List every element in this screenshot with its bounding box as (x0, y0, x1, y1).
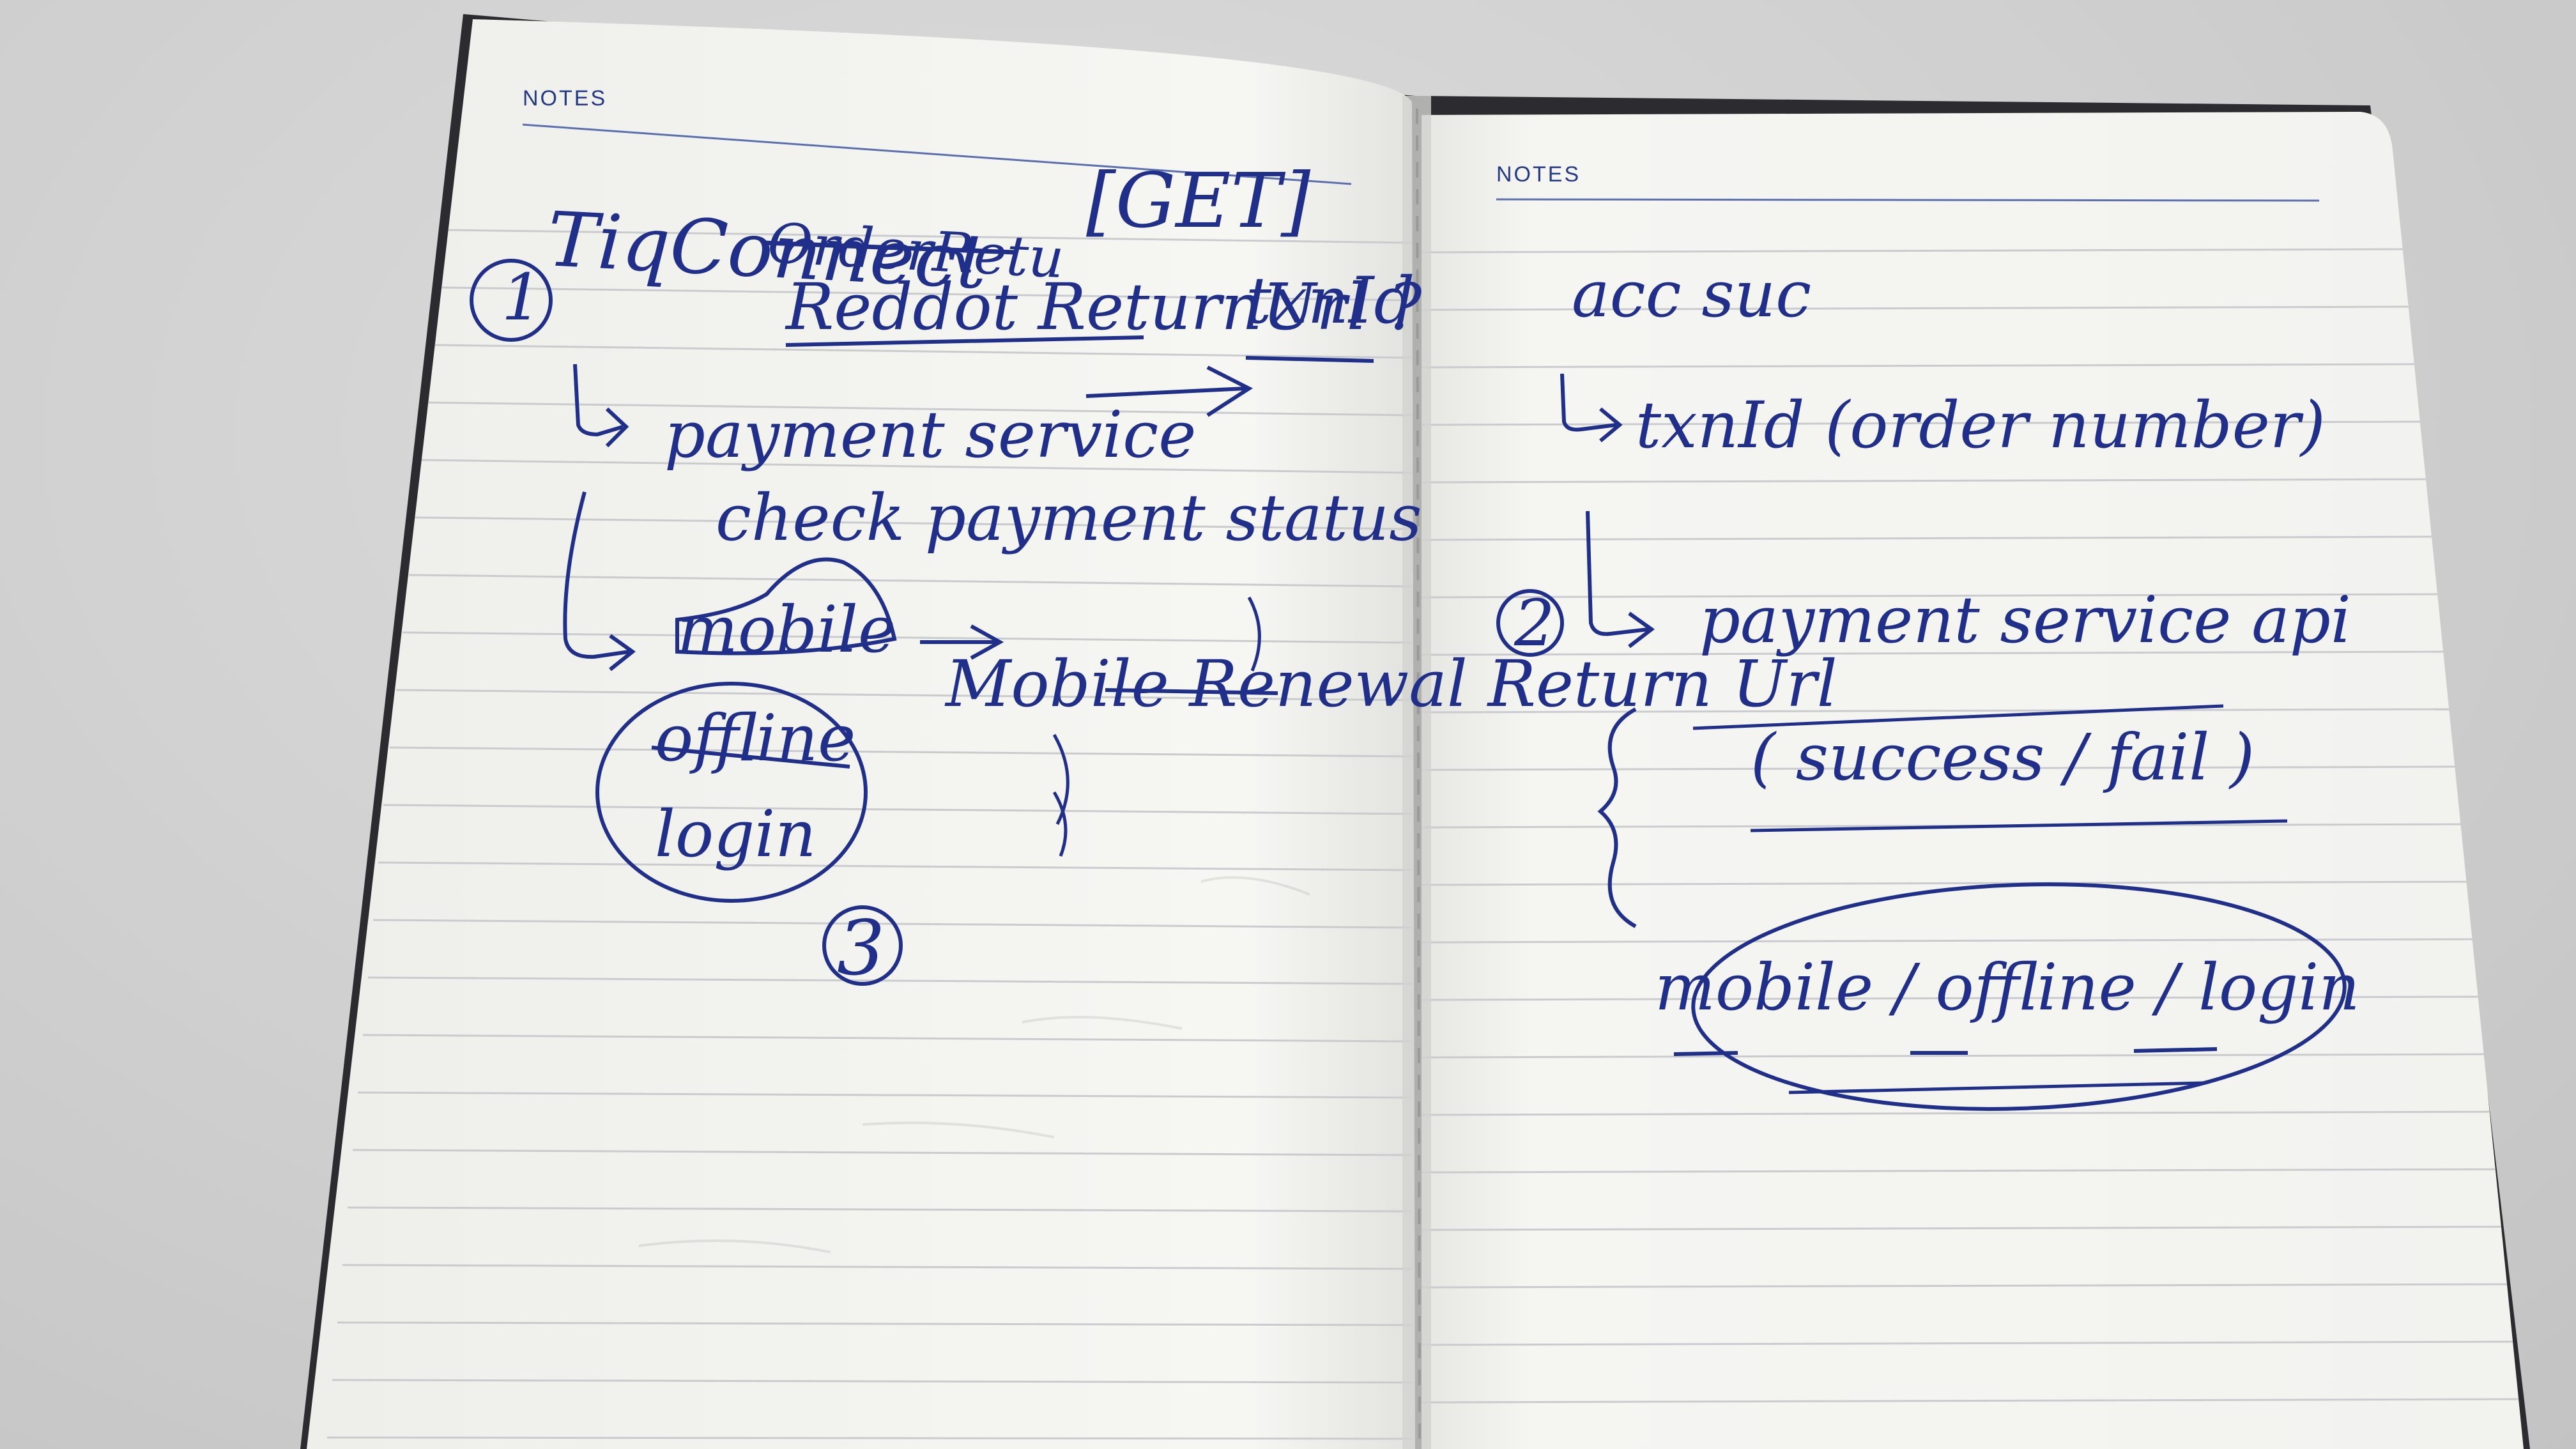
bleed-through-marks (638, 876, 1310, 1254)
hook-arrow-payment (573, 364, 629, 448)
step-2-number: 2 (1514, 586, 1555, 661)
step-1-number: 1 (502, 260, 542, 335)
right-header-rule (1496, 198, 2320, 202)
paren-right-2 (1052, 733, 1070, 825)
note-txnid: txnId (1246, 263, 1415, 338)
underline-reddot (785, 335, 1144, 347)
offline-login-oval (595, 682, 868, 903)
step-2-circle (1496, 589, 1564, 657)
note-mobile-renewal-return-url: Mobile Renewal Return Url (944, 647, 1837, 721)
strike-offline (651, 746, 850, 769)
long-branch-arrow (563, 491, 636, 671)
paren-right-1 (1247, 596, 1261, 671)
note-reddot-returnurl: Reddot ReturnUrl ? (785, 270, 1423, 344)
note-payment-service: payment service (664, 397, 1196, 472)
step-1-circle (470, 259, 553, 342)
bracket-top-success (1692, 704, 2224, 730)
paren-right-3 (1052, 791, 1068, 857)
strike-orderretu (763, 240, 1016, 255)
right-header-label: NOTES (1496, 162, 1581, 187)
underline-options (1673, 1047, 2218, 1056)
hook-arrow-api (1586, 510, 1655, 648)
underline-txnid (1245, 356, 1374, 363)
note-mobile: mobile (677, 592, 896, 667)
note-login: login (655, 797, 816, 871)
note-txnid-order-number: txnId (order number) (1636, 388, 2326, 463)
arrow-to-txnid (1085, 365, 1254, 417)
mobile-offline-login-oval (1691, 882, 2347, 1111)
brace-left (1597, 707, 1637, 928)
underline-long (1788, 1081, 2205, 1094)
step-3-circle (822, 905, 903, 986)
left-page (307, 19, 1415, 1449)
arrow-mobile-return (920, 624, 1004, 660)
spine-shadow (1402, 96, 1431, 1449)
right-handwriting: acc suc txnId (order number) payment ser… (1560, 257, 2360, 1111)
step-3-number: 3 (837, 904, 885, 992)
note-acc-suc: acc suc (1572, 257, 1811, 332)
note-success-fail: ( success / fail ) (1751, 720, 2255, 795)
strike-renewal (1105, 688, 1278, 695)
right-ruled-lines (1422, 248, 2524, 1404)
left-header-rule (522, 123, 1352, 185)
mobile-cloud (675, 557, 897, 656)
note-check-payment-status: check payment status (716, 480, 1422, 555)
bracket-bottom-success (1750, 819, 2288, 832)
note-payment-service-api: payment service api (1699, 583, 2351, 657)
note-get: [GET] (1086, 157, 1311, 245)
note-mobile-offline-login: mobile / offline / login (1655, 950, 2360, 1025)
left-handwriting: TiqConnect OrderRetu [GET] 1 Reddot Retu… (470, 157, 1837, 992)
hook-arrow-txnid (1560, 373, 1623, 443)
spine-stitch (1416, 108, 1421, 1449)
left-header-label: NOTES (523, 86, 607, 111)
